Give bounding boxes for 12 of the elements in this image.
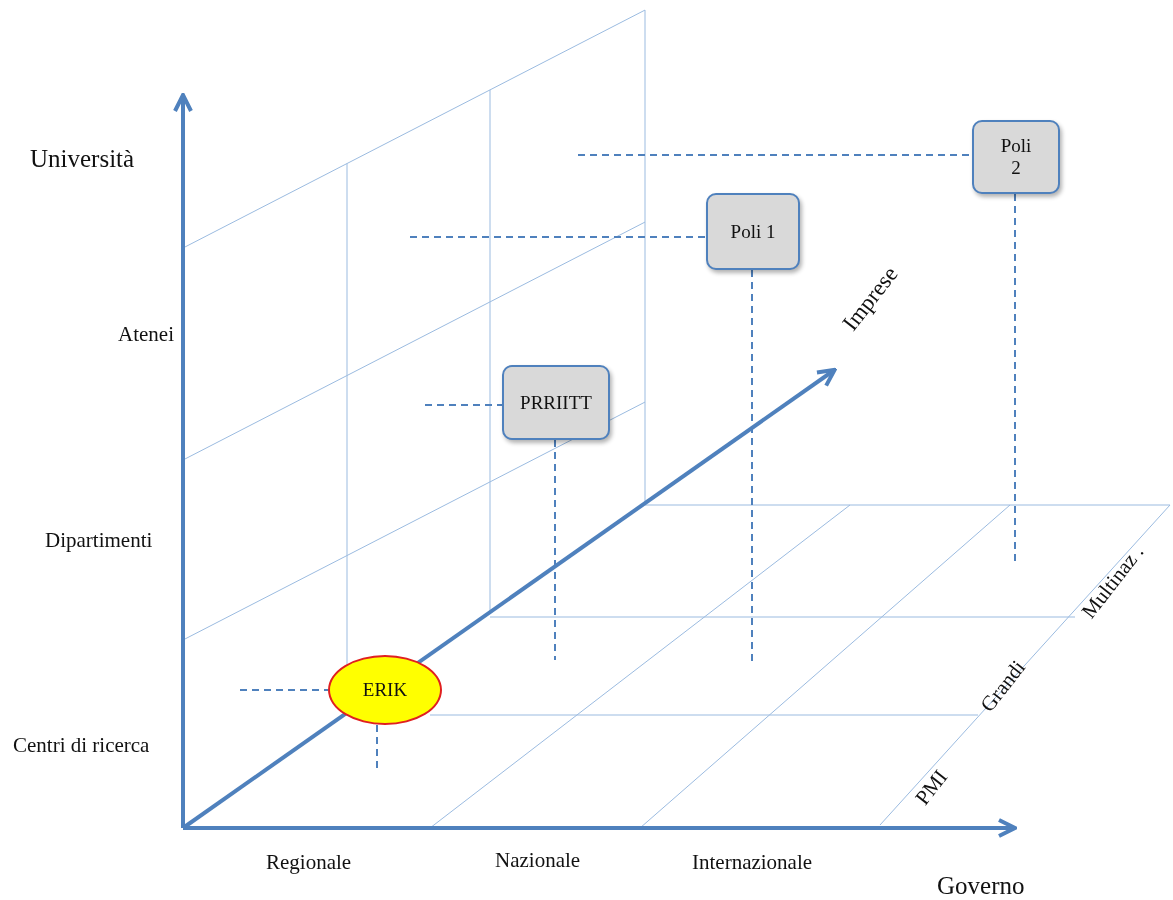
rounded-box: Poli 2 bbox=[972, 120, 1060, 194]
rounded-box: Poli 1 bbox=[706, 193, 800, 270]
axis-tick-label: Atenei bbox=[118, 322, 174, 347]
axis-tick-label: Nazionale bbox=[495, 848, 581, 873]
axis-title: Università bbox=[30, 145, 135, 173]
axis-tick-label: Dipartimenti bbox=[45, 528, 153, 553]
rounded-box: PRRIITT bbox=[502, 365, 610, 440]
axis-tick-label: Regionale bbox=[266, 850, 352, 875]
axis-tick-label: Internazionale bbox=[692, 850, 813, 875]
axis-title: Governo bbox=[937, 872, 1025, 900]
ellipse-node: ERIK bbox=[328, 655, 442, 725]
axis-tick-label: Centri di ricerca bbox=[13, 733, 150, 758]
